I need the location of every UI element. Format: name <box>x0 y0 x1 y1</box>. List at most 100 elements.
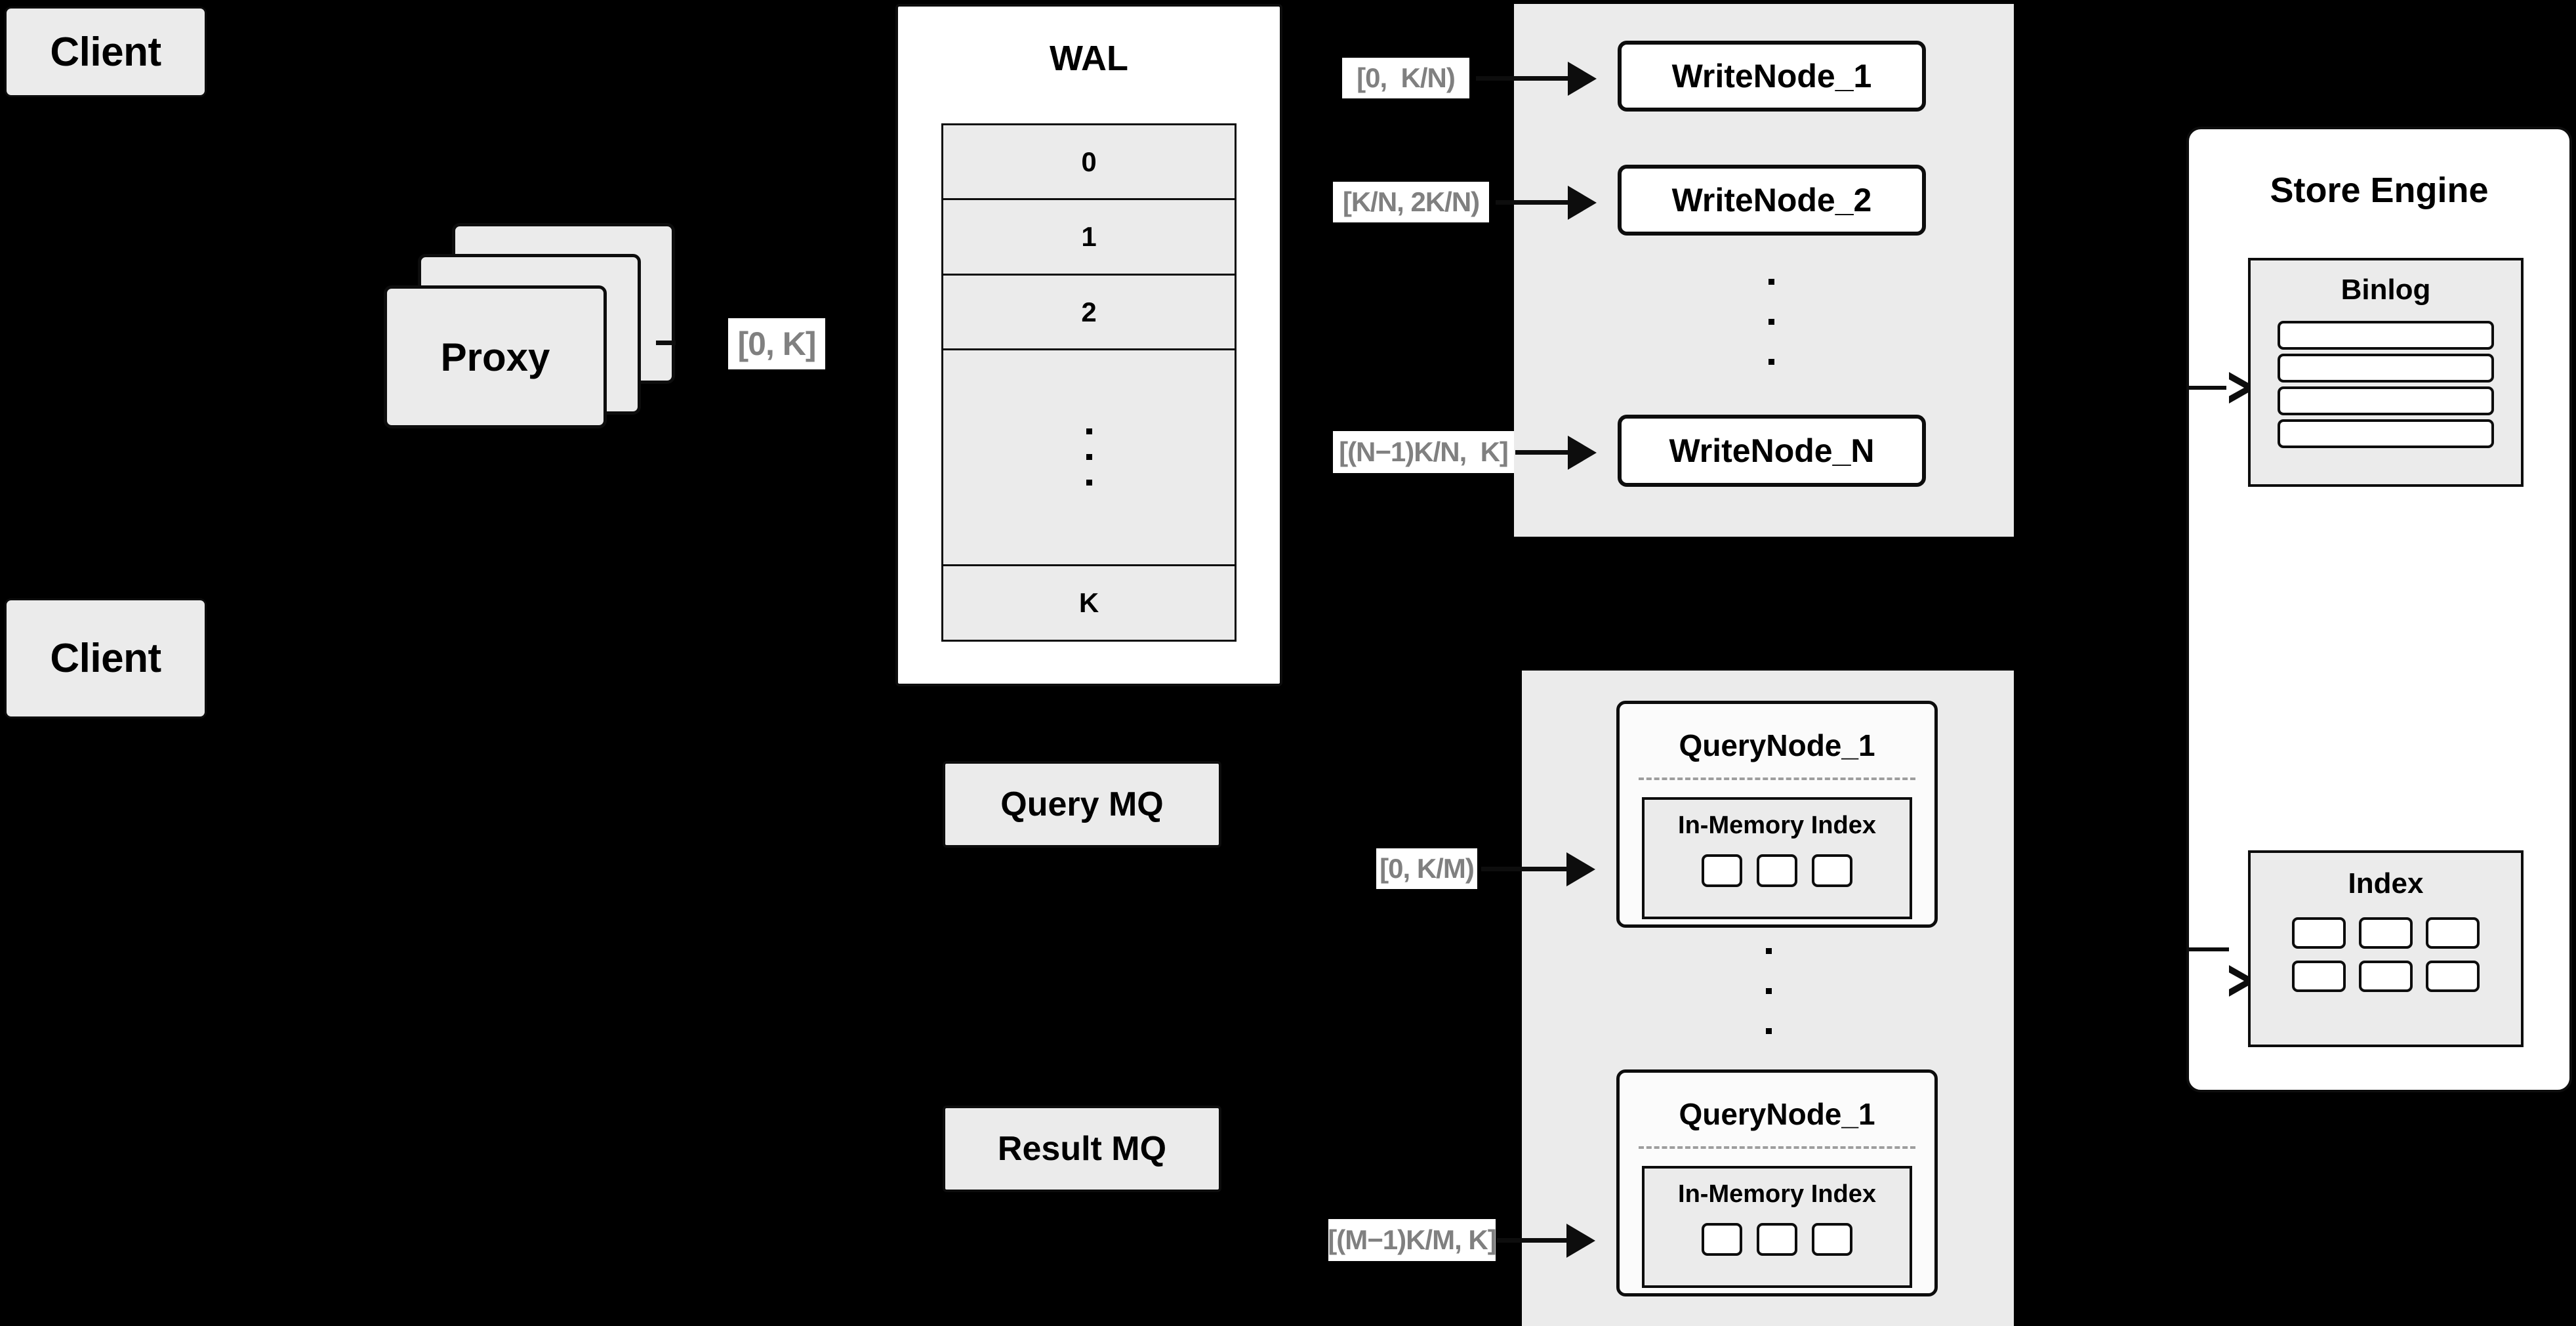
write-node-2-range-tag: [K/N, 2K/N) <box>1333 182 1489 222</box>
write-node-2-arrowhead-icon <box>1568 186 1597 220</box>
ellipsis-dot-icon <box>1768 319 1774 325</box>
index-cell[interactable] <box>2359 961 2413 992</box>
wal-row[interactable]: 2 <box>943 276 1235 351</box>
index-cell[interactable] <box>1702 854 1742 887</box>
index-cell[interactable] <box>1702 1223 1742 1256</box>
write-node-1-label: WriteNode_1 <box>1671 58 1872 94</box>
in-memory-index-cells <box>1702 854 1852 887</box>
query-node-1-title: QueryNode_1 <box>1679 728 1875 762</box>
query-node-ellipsis <box>1766 948 1772 1034</box>
query-node-1-arrowhead-icon <box>1566 852 1595 886</box>
write-node-1-arrow-line <box>1476 76 1568 81</box>
client-box-2[interactable]: Client <box>5 598 207 718</box>
query-mq-label: Query MQ <box>1000 785 1164 823</box>
wal-row[interactable]: 1 <box>943 200 1235 276</box>
index-arrow-line <box>2188 947 2229 951</box>
index-cell[interactable] <box>1757 1223 1797 1256</box>
index-cell[interactable] <box>2359 917 2413 949</box>
query-node-2-arrowhead-icon <box>1566 1224 1595 1258</box>
ellipsis-dot-icon <box>1086 428 1092 435</box>
proxy-range-tag: [0, K] <box>728 318 825 369</box>
client-box-1[interactable]: Client <box>5 7 207 97</box>
binlog-panel[interactable]: Binlog <box>2248 258 2524 487</box>
write-node-1-arrowhead-icon <box>1568 62 1597 96</box>
query-node-2-title: QueryNode_1 <box>1679 1097 1875 1131</box>
in-memory-index-title: In-Memory Index <box>1678 812 1876 839</box>
wal-row-label: K <box>1078 587 1099 618</box>
query-node-1-divider <box>1638 777 1916 780</box>
client-label: Client <box>50 29 161 75</box>
ellipsis-dot-icon <box>1086 480 1092 486</box>
index-grid-row <box>2292 961 2480 992</box>
binlog-row[interactable] <box>2278 354 2494 383</box>
write-node-n[interactable]: WriteNode_N <box>1618 415 1926 487</box>
index-cell[interactable] <box>1812 1223 1852 1256</box>
wal-row-label: 0 <box>1081 146 1097 177</box>
query-node-1-range-text: [0, K/M) <box>1380 853 1475 884</box>
index-cell[interactable] <box>2426 961 2480 992</box>
result-mq-box[interactable]: Result MQ <box>943 1106 1221 1192</box>
write-node-ellipsis <box>1768 279 1774 365</box>
query-node-2-range-tag: [(M−1)K/M, K] <box>1328 1219 1497 1261</box>
index-cell[interactable] <box>2292 961 2346 992</box>
binlog-rows <box>2278 321 2494 448</box>
client-label: Client <box>50 636 161 681</box>
proxy-stack[interactable]: Proxy <box>377 213 679 430</box>
result-mq-label: Result MQ <box>997 1130 1167 1168</box>
ellipsis-dot-icon <box>1768 359 1774 365</box>
write-node-2-range-text: [K/N, 2K/N) <box>1342 186 1480 217</box>
write-node-2-label: WriteNode_2 <box>1671 182 1872 218</box>
proxy-label: Proxy <box>440 335 550 379</box>
binlog-row[interactable] <box>2278 419 2494 448</box>
ellipsis-dot-icon <box>1768 279 1774 285</box>
index-grid <box>2292 917 2480 992</box>
query-node-2-range-text: [(M−1)K/M, K] <box>1328 1224 1496 1255</box>
index-title: Index <box>2348 867 2424 900</box>
binlog-row[interactable] <box>2278 386 2494 415</box>
proxy-card-front[interactable]: Proxy <box>384 285 607 428</box>
ellipsis-dot-icon <box>1766 1028 1772 1034</box>
write-node-1[interactable]: WriteNode_1 <box>1618 41 1926 112</box>
index-cell[interactable] <box>1757 854 1797 887</box>
write-node-n-arrow-line <box>1515 450 1568 455</box>
ellipsis-dot-icon <box>1766 988 1772 994</box>
query-node-2-arrow-line <box>1497 1238 1566 1243</box>
wal-row-label: 1 <box>1081 221 1097 253</box>
index-cell[interactable] <box>2292 917 2346 949</box>
store-engine-title: Store Engine <box>2270 171 2489 210</box>
binlog-title: Binlog <box>2341 274 2431 306</box>
index-panel[interactable]: Index <box>2248 850 2524 1047</box>
ellipsis-dot-icon <box>1086 454 1092 461</box>
wal-title: WAL <box>1050 39 1128 78</box>
write-node-n-label: WriteNode_N <box>1669 432 1875 469</box>
wal-row[interactable]: 0 <box>943 125 1235 201</box>
index-cell[interactable] <box>1812 854 1852 887</box>
query-node-2[interactable]: QueryNode_1 In-Memory Index <box>1616 1069 1938 1296</box>
query-node-2-in-memory-index: In-Memory Index <box>1642 1166 1912 1288</box>
binlog-arrow-line <box>2188 386 2229 390</box>
write-node-2-arrow-line <box>1496 200 1568 205</box>
query-node-1[interactable]: QueryNode_1 In-Memory Index <box>1616 701 1938 928</box>
wal-row-ellipsis <box>943 350 1235 566</box>
write-node-n-range-tag: [(N−1)K/N, K] <box>1333 431 1514 473</box>
index-cell[interactable] <box>2426 917 2480 949</box>
in-memory-index-cells <box>1702 1223 1852 1256</box>
wal-table: 0 1 2 K <box>941 123 1237 642</box>
write-node-n-range-text: [(N−1)K/N, K] <box>1339 436 1509 467</box>
query-node-1-arrow-line <box>1481 867 1566 871</box>
query-node-2-divider <box>1638 1146 1916 1149</box>
write-node-1-range-text: [0, K/N) <box>1357 62 1456 93</box>
write-node-2[interactable]: WriteNode_2 <box>1618 165 1926 236</box>
query-node-1-range-tag: [0, K/M) <box>1376 848 1477 889</box>
query-node-1-in-memory-index: In-Memory Index <box>1642 797 1912 919</box>
write-node-1-range-tag: [0, K/N) <box>1342 58 1469 98</box>
wal-row-label: 2 <box>1081 296 1097 327</box>
query-mq-box[interactable]: Query MQ <box>943 761 1221 848</box>
binlog-row[interactable] <box>2278 321 2494 350</box>
write-node-n-arrowhead-icon <box>1568 436 1597 470</box>
proxy-to-wal-connector <box>656 341 676 345</box>
index-grid-row <box>2292 917 2480 949</box>
wal-row[interactable]: K <box>943 566 1235 640</box>
proxy-range-tag-text: [0, K] <box>737 325 817 362</box>
